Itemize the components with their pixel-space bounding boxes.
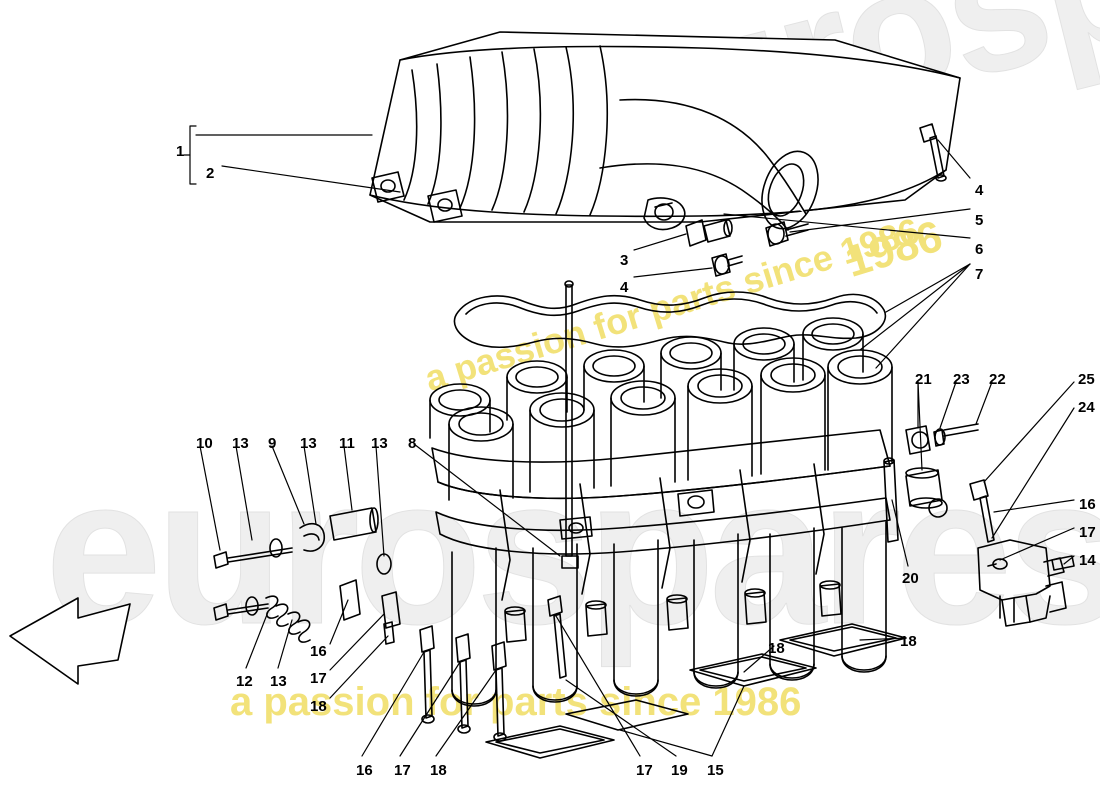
callout-number: 13 — [232, 435, 249, 452]
callout-number: 1 — [176, 143, 185, 160]
long-stud-8 — [561, 280, 579, 569]
callout-number: 15 — [707, 762, 724, 779]
callout-number: 4 — [620, 279, 629, 296]
manifold-runners — [451, 521, 887, 707]
callout-number: 10 — [196, 435, 213, 452]
manifold-ribs — [499, 463, 825, 601]
callout-number: 24 — [1078, 399, 1095, 416]
callout-number: 14 — [1079, 552, 1096, 569]
callout-number: 25 — [1078, 371, 1095, 388]
callout-number: 20 — [902, 570, 919, 587]
plenum-cover — [369, 31, 961, 231]
leader-lines — [183, 125, 1075, 757]
intake-manifold-body — [429, 317, 893, 707]
callout-number: 12 — [236, 673, 253, 690]
callout-number: 22 — [989, 371, 1006, 388]
callout-number: 17 — [636, 762, 653, 779]
callout-number: 21 — [915, 371, 932, 388]
callout-number: 16 — [1079, 496, 1096, 513]
callout-number: 9 — [268, 435, 277, 452]
callout-number: 6 — [975, 241, 984, 258]
callout-number: 16 — [356, 762, 373, 779]
left-hardware-group — [213, 507, 507, 742]
callout-number: 8 — [408, 435, 417, 452]
plenum-gasket — [453, 291, 887, 349]
centre-fasteners — [685, 219, 743, 277]
injector-bosses — [504, 580, 842, 643]
trumpet-front-row — [448, 349, 893, 501]
callout-number: 18 — [310, 698, 327, 715]
callout-number: 7 — [975, 266, 984, 283]
top-right-fasteners — [765, 123, 947, 247]
callout-number: 5 — [975, 212, 984, 229]
callout-number: 17 — [1079, 524, 1096, 541]
callout-number: 13 — [270, 673, 287, 690]
callout-number: 18 — [900, 633, 917, 650]
callout-number: 11 — [339, 435, 355, 452]
callout-number: 2 — [206, 165, 215, 182]
direction-arrow — [9, 597, 131, 685]
callout-number: 18 — [768, 640, 785, 657]
callout-number: 19 — [671, 762, 688, 779]
callout-number: 17 — [394, 762, 411, 779]
callout-number: 13 — [300, 435, 317, 452]
callout-number: 18 — [430, 762, 447, 779]
callout-number: 4 — [975, 182, 984, 199]
trumpet-rear-row — [429, 317, 864, 439]
callout-number: 17 — [310, 670, 327, 687]
callout-number: 13 — [371, 435, 388, 452]
callout-number: 3 — [620, 252, 629, 269]
lower-gaskets — [485, 623, 907, 759]
callout-number: 16 — [310, 643, 327, 660]
callout-number: 23 — [953, 371, 970, 388]
long-stud-19 — [547, 595, 567, 679]
